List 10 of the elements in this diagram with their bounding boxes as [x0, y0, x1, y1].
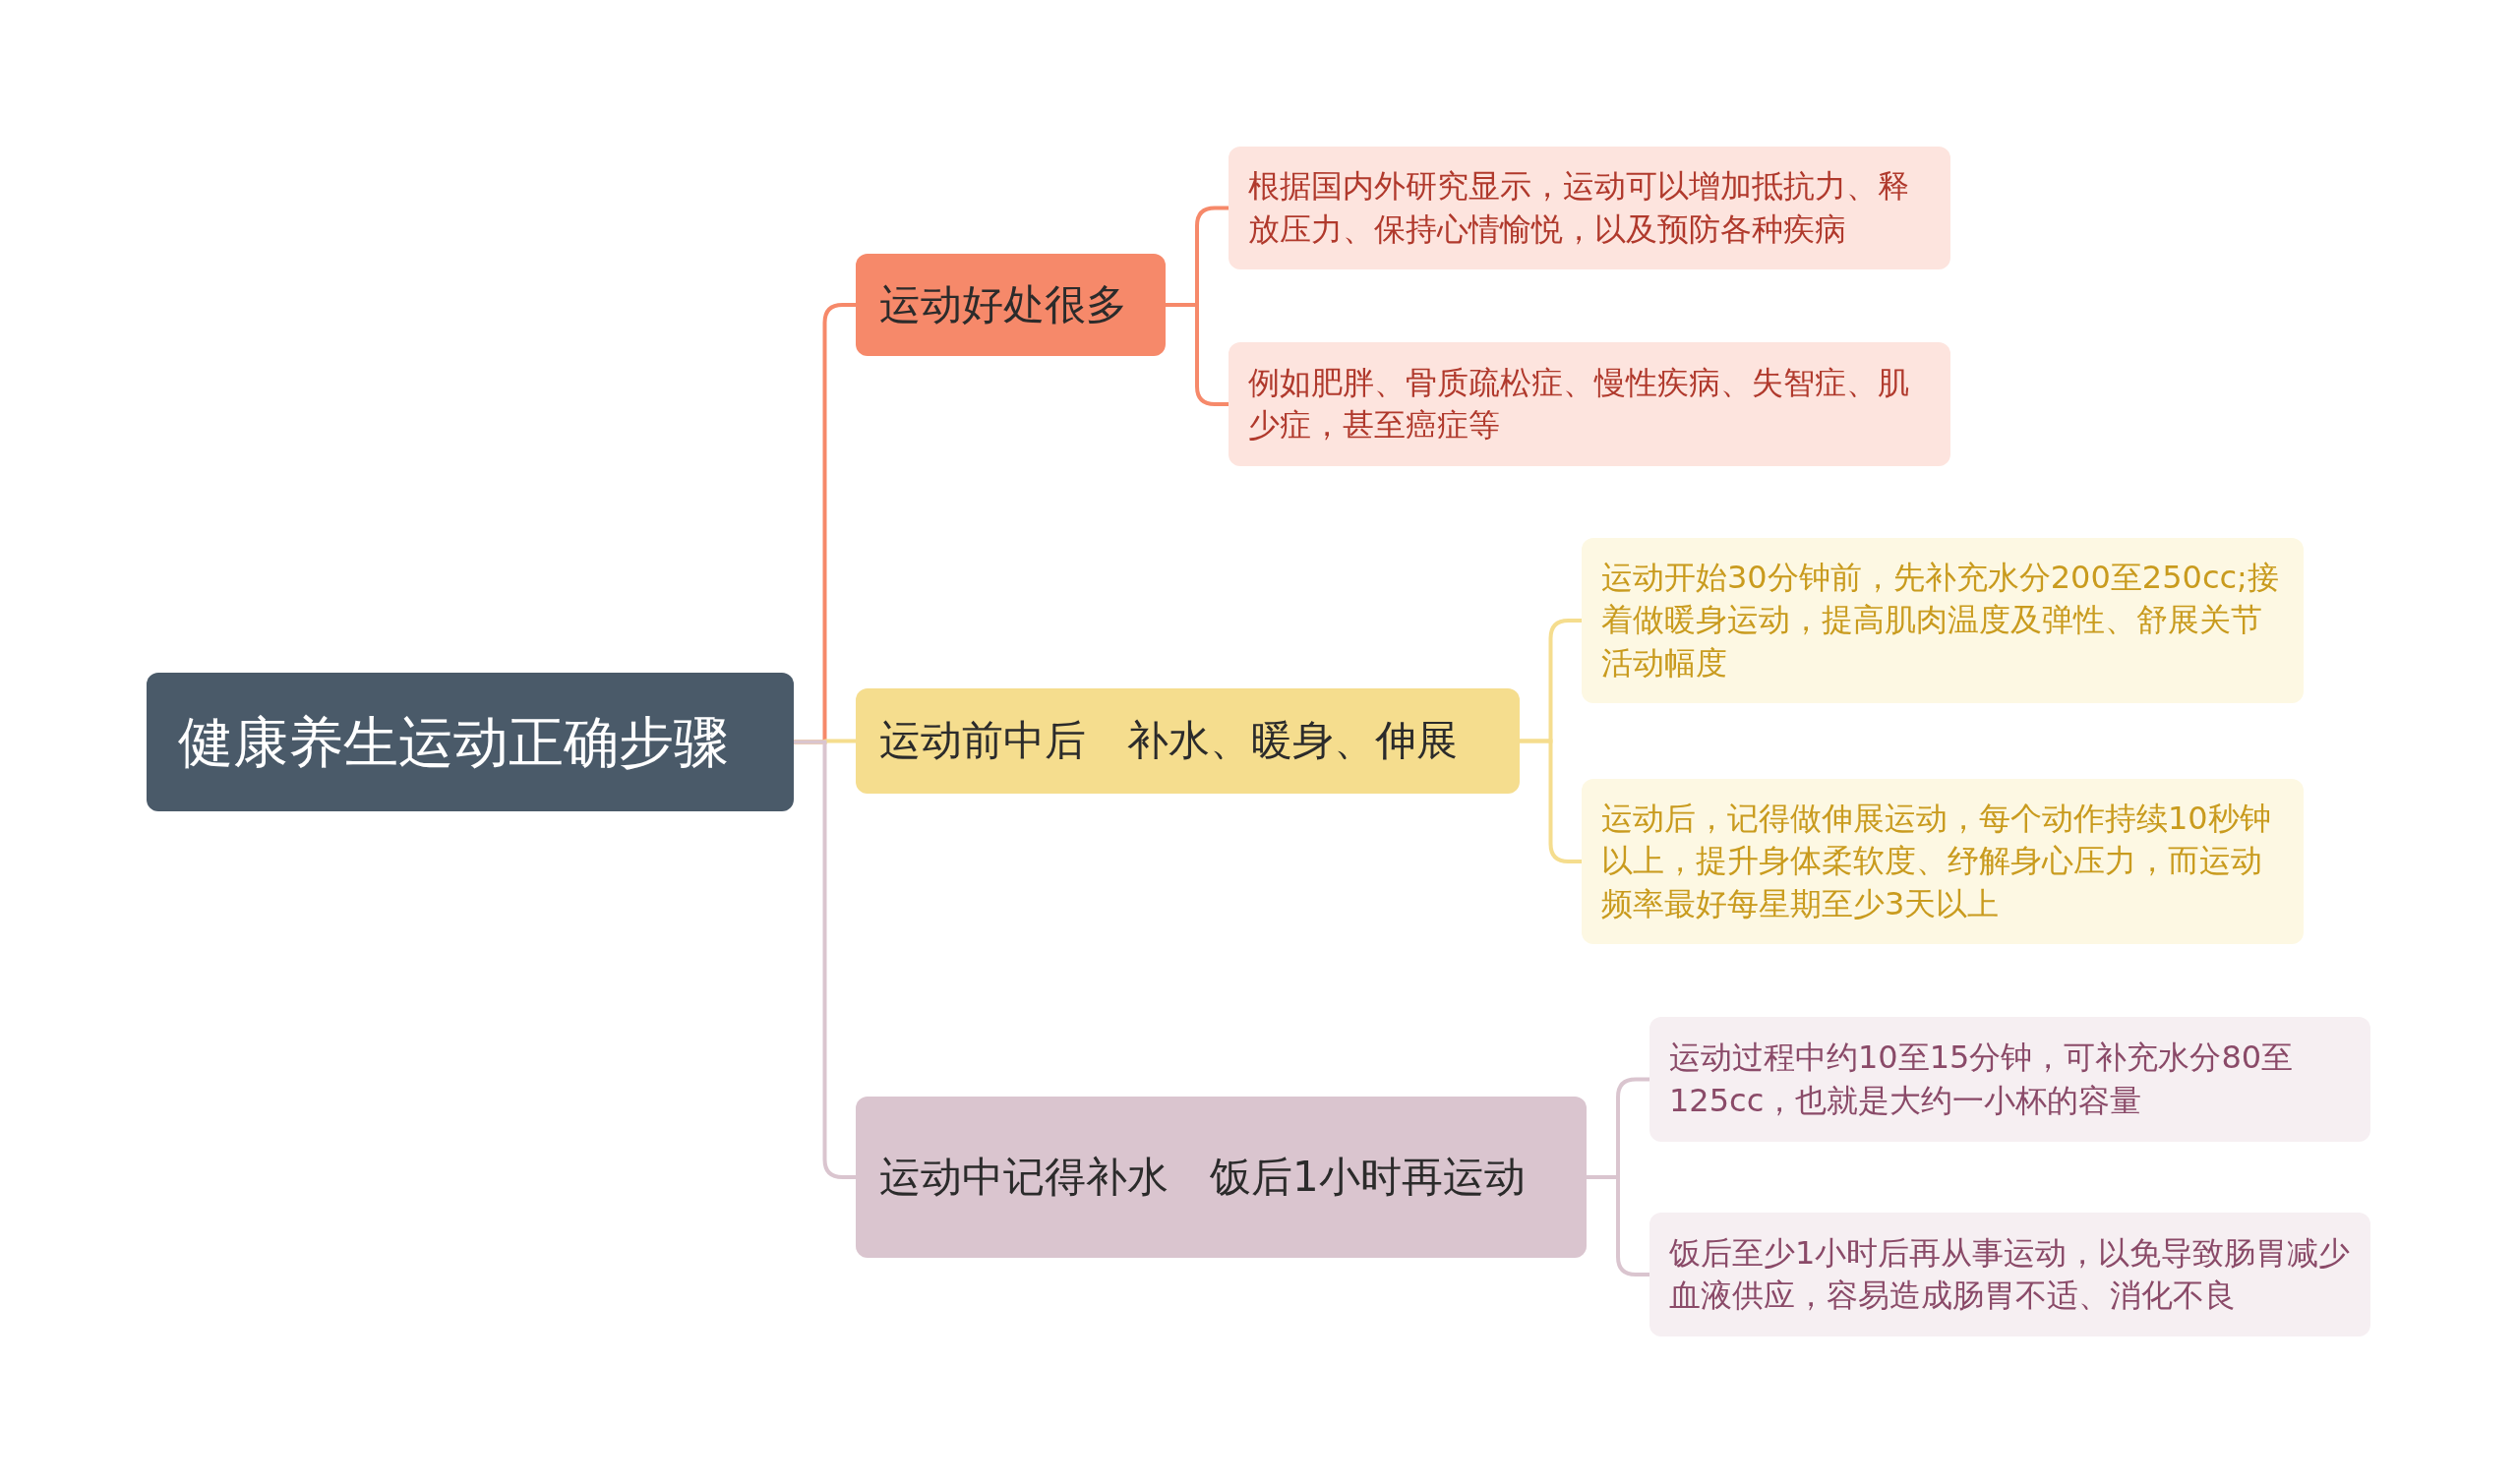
- branch-topic: 运动前中后 补水、暖身、伸展: [856, 688, 1520, 794]
- root-topic: 健康养生运动正确步骤: [147, 673, 794, 811]
- detail-note: 运动过程中约10至15分钟，可补充水分80至125cc，也就是大约一小杯的容量: [1649, 1017, 2370, 1142]
- branch-topic: 运动中记得补水 饭后1小时再运动: [856, 1097, 1587, 1258]
- detail-note: 运动开始30分钟前，先补充水分200至250cc;接着做暖身运动，提高肌肉温度及弹性、舒展关节活动幅度: [1582, 538, 2304, 703]
- detail-note: 运动后，记得做伸展运动，每个动作持续10秒钟以上，提升身体柔软度、纾解身心压力，而运动频率最好每星期至少3天以上: [1582, 779, 2304, 944]
- branch-topic: 运动好处很多: [856, 254, 1166, 356]
- detail-note: 饭后至少1小时后再从事运动，以免导致肠胃减少血液供应，容易造成肠胃不适、消化不良: [1649, 1213, 2370, 1336]
- detail-note: 例如肥胖、骨质疏松症、慢性疾病、失智症、肌少症，甚至癌症等: [1229, 342, 1950, 466]
- detail-note: 根据国内外研究显示，运动可以增加抵抗力、释放压力、保持心情愉悦，以及预防各种疾病: [1229, 147, 1950, 269]
